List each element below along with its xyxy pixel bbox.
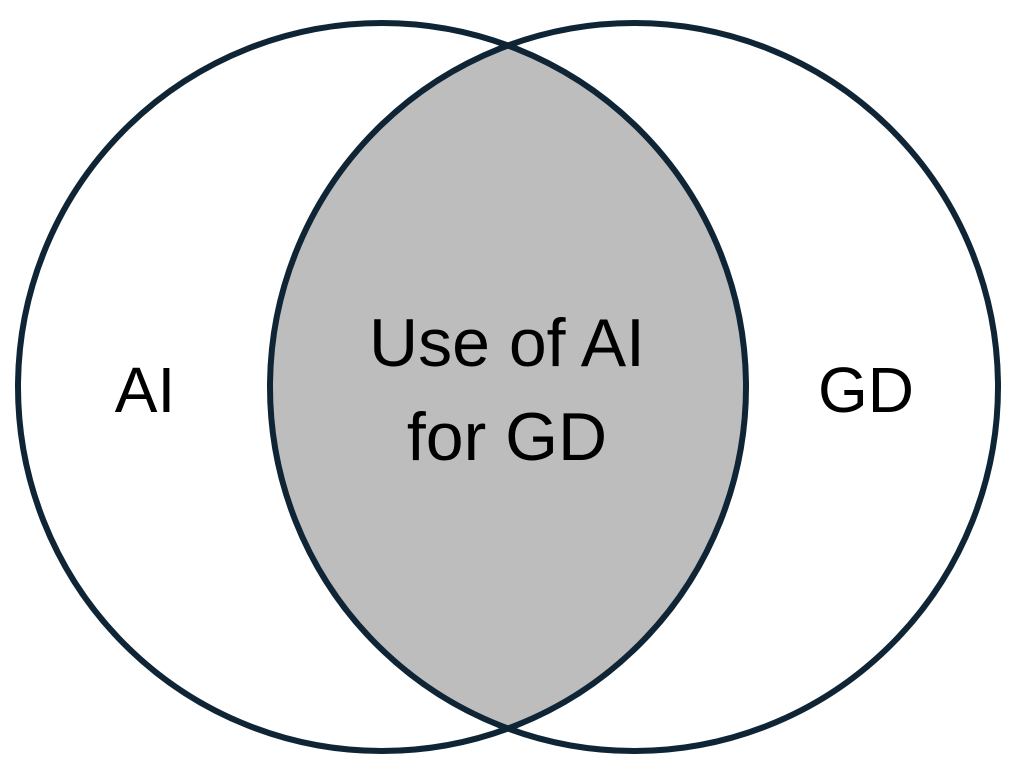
set-gd-label: GD: [818, 354, 914, 426]
intersection-label-line-1: Use of AI: [369, 305, 645, 381]
intersection-region: [270, 23, 746, 751]
set-ai-label: AI: [115, 354, 175, 426]
intersection-label-line-2: for GD: [407, 399, 607, 475]
set-gd-circle: [267, 20, 1001, 754]
set-ai-circle: [15, 20, 749, 754]
